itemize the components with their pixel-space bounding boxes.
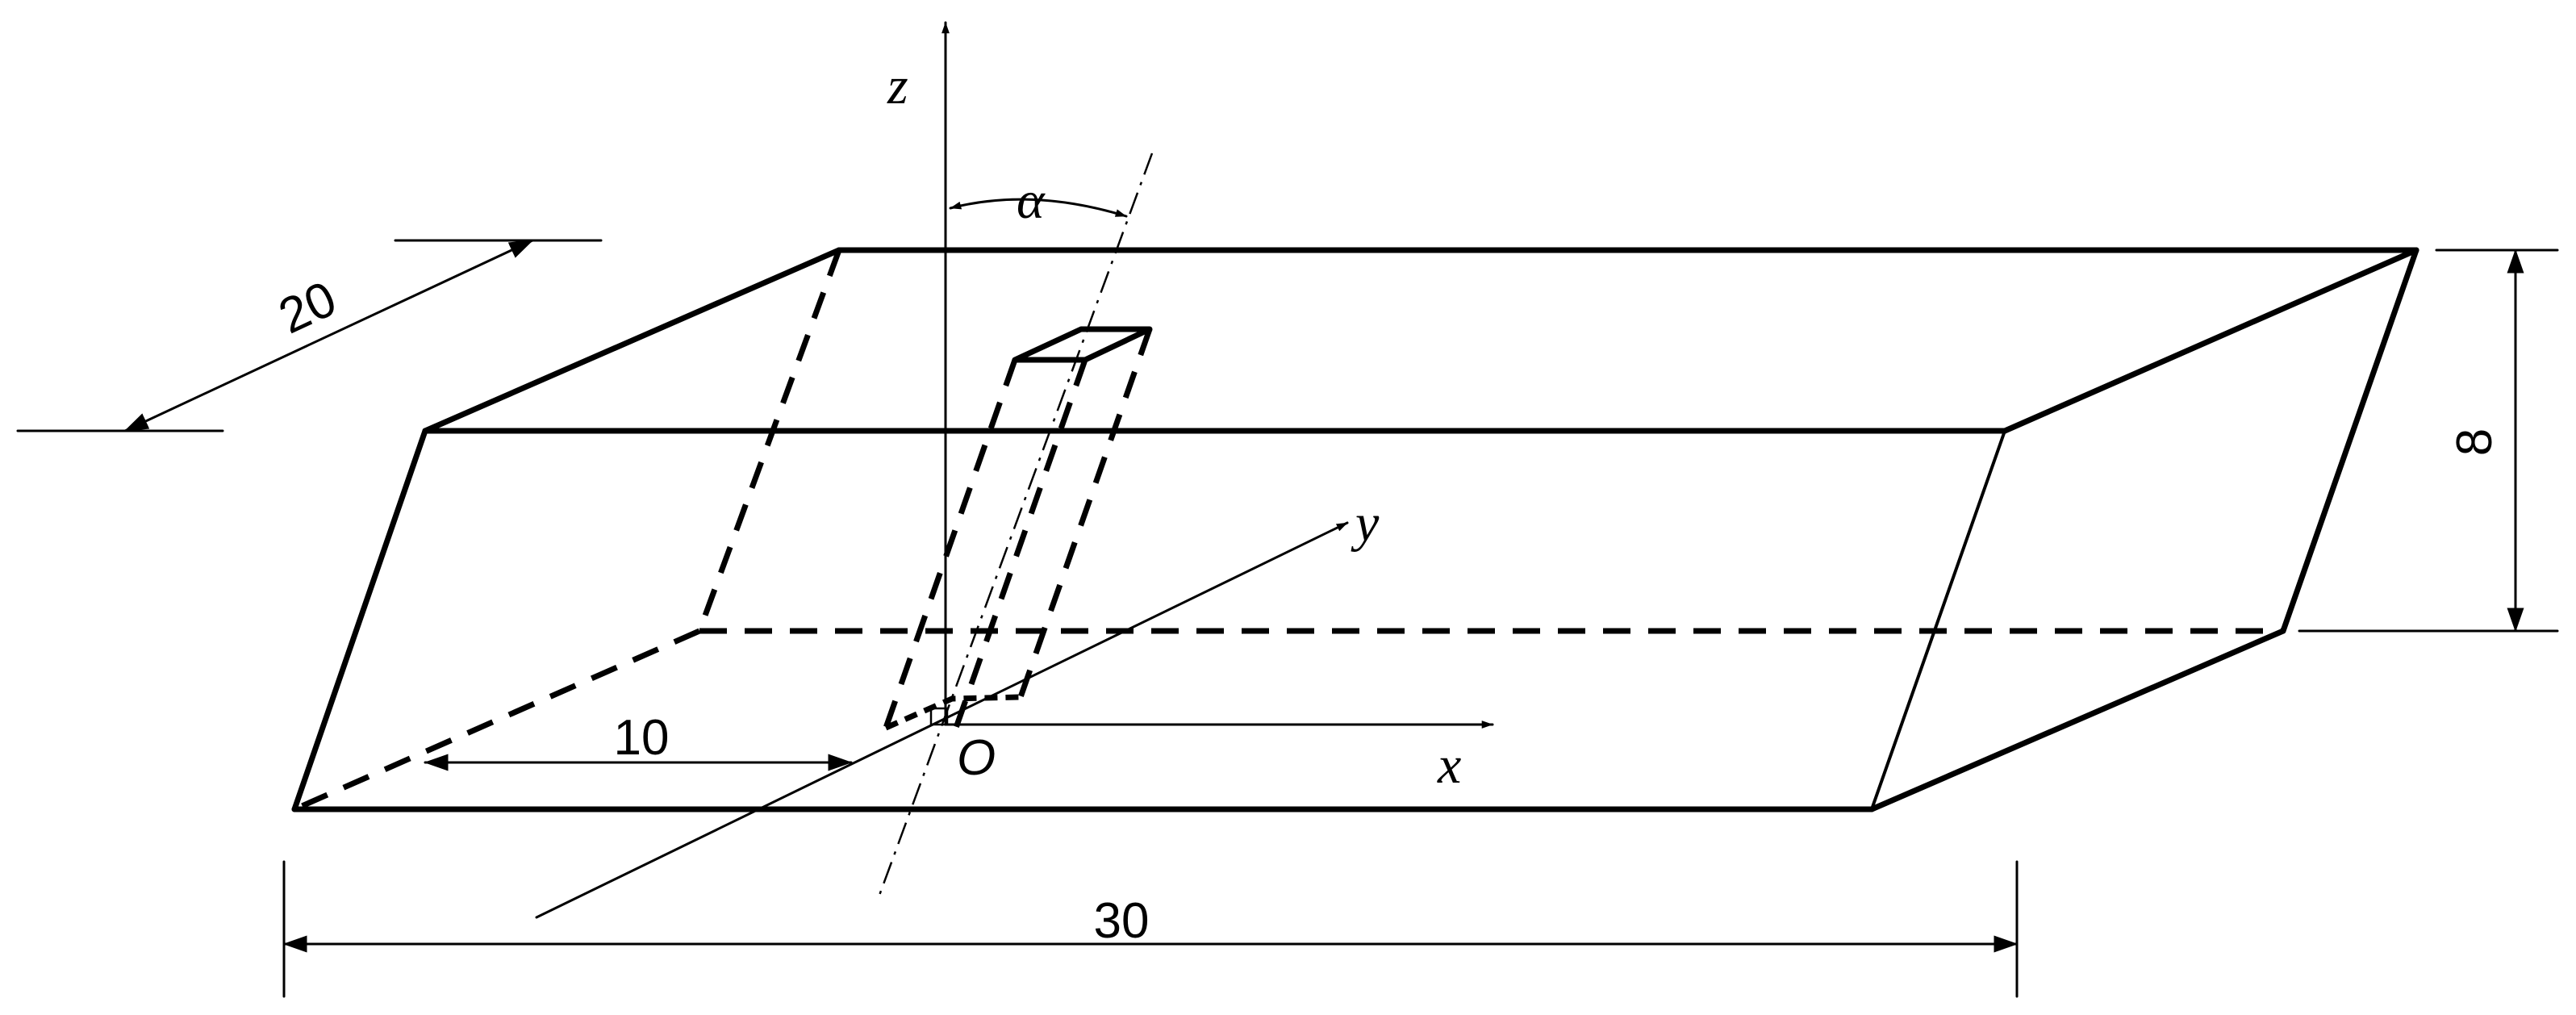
dim-width-line <box>123 239 534 432</box>
pile-edge-1 <box>883 358 1018 729</box>
top-left-edge <box>422 247 842 434</box>
origin-label: O <box>957 730 996 786</box>
dim-length-label: 30 <box>1094 893 1150 949</box>
x-axis-label: x <box>1437 736 1461 795</box>
pile-top-face <box>1012 326 1153 363</box>
hidden-bottom-left-edge <box>293 628 701 812</box>
back-right-edge <box>2280 247 2419 634</box>
box-hidden-edges <box>293 249 2283 812</box>
coordinate-axes <box>535 21 1494 919</box>
dimension-height <box>2298 249 2559 633</box>
pile-axis-line <box>876 152 1154 900</box>
dim-height-label: 8 <box>2447 428 2503 456</box>
inclined-pile <box>883 326 1153 731</box>
pile-bottom-face <box>884 694 1021 731</box>
dimension-length <box>282 860 2019 998</box>
angle-alpha-arc <box>949 198 1128 218</box>
dimension-width <box>16 239 603 432</box>
origin-marker <box>929 707 949 726</box>
dim-offset-label: 10 <box>614 710 670 766</box>
z-axis-label: z <box>887 56 908 115</box>
pile-edge-2 <box>953 358 1088 729</box>
pile-edge-3 <box>1017 328 1153 699</box>
bottom-right-edge <box>1868 628 2286 812</box>
y-axis <box>535 521 1349 919</box>
y-axis-label: y <box>1351 494 1380 553</box>
angle-alpha-label: α <box>1017 171 1046 230</box>
box-solid-edges <box>291 247 2419 812</box>
top-right-edge <box>2002 247 2419 434</box>
front-left-edge <box>291 428 428 812</box>
front-right-edge <box>1870 429 2006 811</box>
hidden-back-left-edge <box>696 249 842 633</box>
